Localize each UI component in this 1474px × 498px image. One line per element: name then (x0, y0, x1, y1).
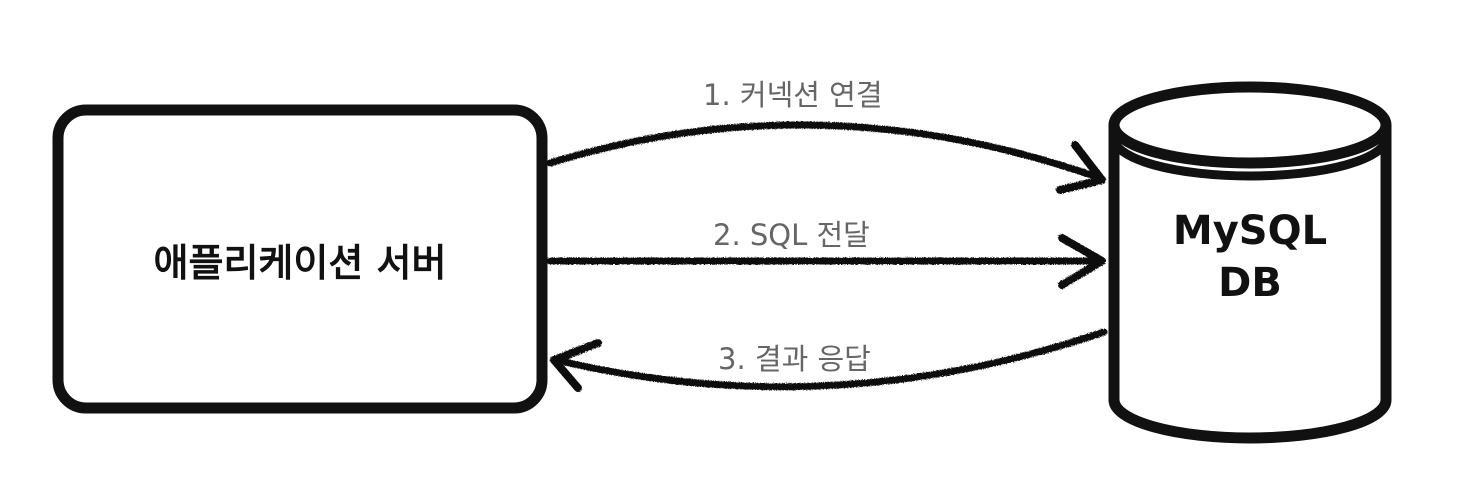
response-arrow (550, 328, 1108, 392)
db-label-line1: MySQL (1172, 208, 1328, 254)
sql-arrow-label: 2. SQL 전달 (713, 218, 870, 252)
response-arrow-label: 3. 결과 응답 (718, 342, 871, 376)
mysql-db-cylinder (1108, 81, 1392, 444)
db-label-line2: DB (1218, 260, 1282, 306)
connect-arrow (546, 121, 1106, 194)
connect-arrow-label: 1. 커넥션 연결 (703, 78, 883, 112)
sql-arrow (546, 234, 1106, 289)
app-server-box (52, 104, 548, 414)
mysql-db-label: MySQL DB (1114, 205, 1386, 309)
app-server-label: 애플리케이션 서버 (153, 240, 447, 285)
